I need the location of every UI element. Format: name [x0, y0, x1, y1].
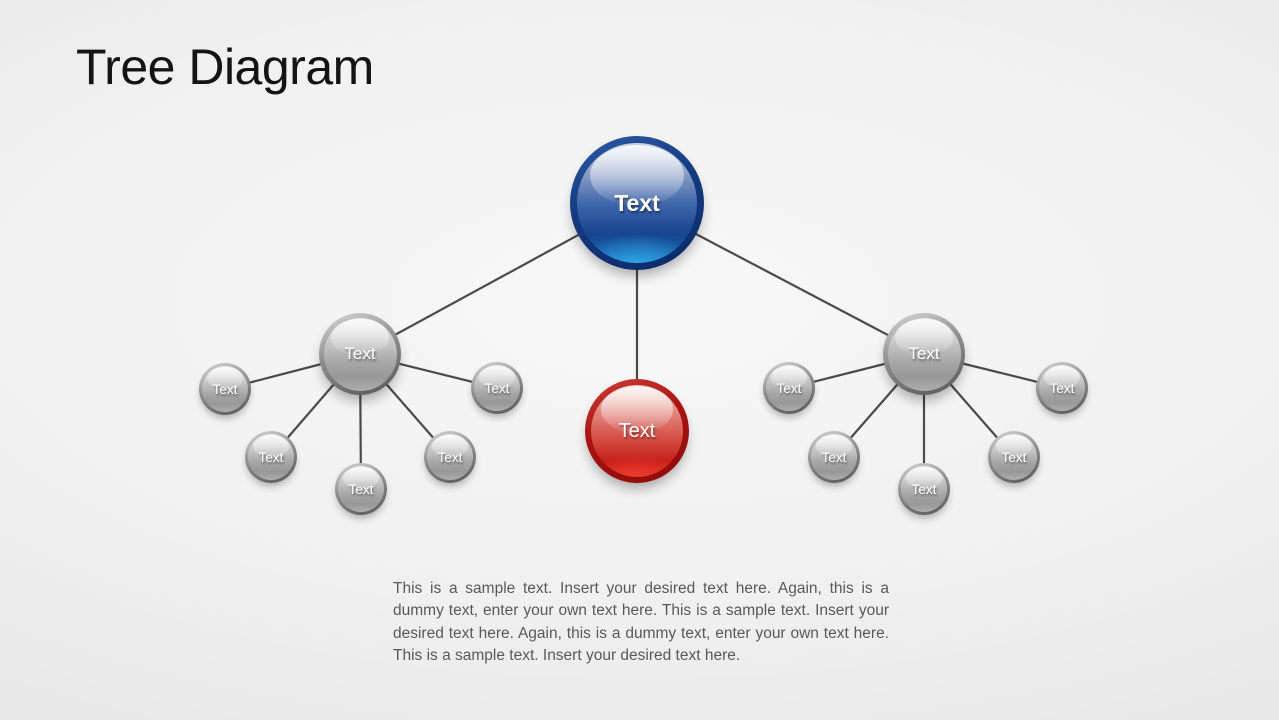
left-parent-node: Text [319, 313, 401, 395]
left-child-label-3: Text [348, 481, 374, 497]
left-child-node-2: Text [245, 431, 297, 483]
right-parent-label: Text [908, 344, 940, 363]
left-child-label-1: Text [212, 381, 238, 397]
left-child-node-1: Text [199, 363, 251, 415]
left-child-label-4: Text [437, 449, 463, 465]
right-child-node-2: Text [808, 431, 860, 483]
left-child-node-4: Text [424, 431, 476, 483]
right-child-label-2: Text [821, 449, 847, 465]
right-child-label-5: Text [1049, 380, 1075, 396]
right-child-label-3: Text [911, 481, 937, 497]
left-child-node-5: Text [471, 362, 523, 414]
right-child-label-1: Text [776, 380, 802, 396]
right-child-label-4: Text [1001, 449, 1027, 465]
sample-text-paragraph: This is a sample text. Insert your desir… [393, 580, 889, 664]
right-child-node-3: Text [898, 463, 950, 515]
right-child-node-1: Text [763, 362, 815, 414]
left-parent-label: Text [344, 344, 376, 363]
right-child-node-4: Text [988, 431, 1040, 483]
root-node-label: Text [614, 189, 660, 216]
right-parent-node: Text [883, 313, 965, 395]
root-node: Text [570, 136, 704, 270]
left-child-label-5: Text [484, 380, 510, 396]
left-child-label-2: Text [258, 449, 284, 465]
page-title: Tree Diagram [76, 39, 374, 95]
right-child-node-5: Text [1036, 362, 1088, 414]
left-child-node-3: Text [335, 463, 387, 515]
center-node-label: Text [618, 419, 656, 442]
center-node: Text [585, 379, 689, 483]
